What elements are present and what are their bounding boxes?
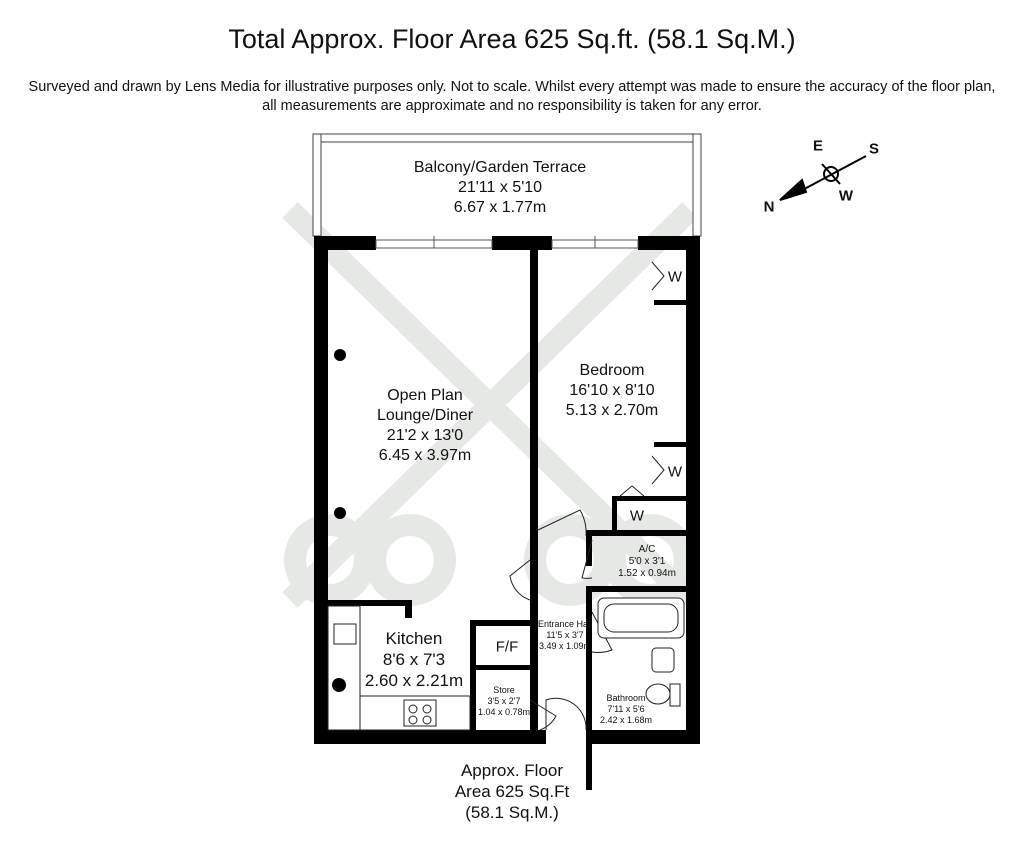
bedroom-metric: 5.13 x 2.70m [565, 402, 659, 419]
socket-dot [334, 507, 346, 519]
disclaimer-line-1: Surveyed and drawn by Lens Media for ill… [28, 79, 996, 95]
door-swings [509, 509, 613, 731]
bedroom-label: Bedroom 16'10 x 8'10 5.13 x 2.70m [566, 361, 659, 421]
kitchen-imperial: 8'6 x 7'3 [382, 650, 446, 669]
hall-metric: 3.49 x 1.09m [538, 641, 592, 651]
bathroom-name: Bathroom [606, 693, 646, 703]
footer-line-3: (58.1 Sq.M.) [465, 803, 559, 822]
fridge-freezer-label: F/F [495, 638, 519, 656]
store-metric: 1.04 x 0.78m [477, 707, 531, 717]
kitchen-name: Kitchen [385, 629, 443, 648]
hall-label: Entrance Hall 11'5 x 3'7 3.49 x 1.09m [538, 619, 592, 652]
footer-line-1: Approx. Floor [460, 761, 564, 780]
balcony-imperial: 21'11 x 5'10 [457, 179, 543, 196]
walls [314, 236, 700, 790]
compass-s: S [868, 140, 880, 158]
wardrobe-label: W [629, 507, 645, 525]
plan-title: Total Approx. Floor Area 625 Sq.ft. (58.… [228, 24, 796, 54]
compass-n: N [763, 198, 775, 216]
wardrobes [619, 261, 665, 497]
ac-name: A/C [638, 544, 656, 555]
ac-label: A/C 5'0 x 3'1 1.52 x 0.94m [618, 544, 676, 580]
balcony-name: Balcony/Garden Terrace [413, 159, 587, 176]
kitchen-label: Kitchen 8'6 x 7'3 2.60 x 2.21m [365, 628, 463, 691]
footer-area: Approx. Floor Area 625 Sq.Ft (58.1 Sq.M.… [455, 760, 569, 823]
disclaimer: Surveyed and drawn by Lens Media for ill… [0, 78, 1024, 116]
socket-dot [334, 349, 346, 361]
compass-icon [779, 155, 867, 201]
kitchen-units [327, 605, 471, 731]
bathroom-fixtures [597, 597, 685, 707]
balcony-outline [312, 133, 702, 237]
ac-metric: 1.52 x 0.94m [618, 568, 676, 579]
lounge-label: Open Plan Lounge/Diner 21'2 x 13'0 6.45 … [377, 386, 473, 466]
store-label: Store 3'5 x 2'7 1.04 x 0.78m [478, 685, 530, 718]
hob-dot [332, 678, 346, 692]
lounge-name-2: Lounge/Diner [376, 407, 474, 424]
store-imperial: 3'5 x 2'7 [487, 696, 521, 706]
bedroom-imperial: 16'10 x 8'10 [569, 382, 655, 399]
hall-name: Entrance Hall [537, 619, 593, 629]
compass-w: W [838, 187, 854, 205]
windows [375, 236, 639, 249]
kitchen-metric: 2.60 x 2.21m [364, 671, 464, 690]
balcony-label: Balcony/Garden Terrace 21'11 x 5'10 6.67… [414, 158, 586, 218]
disclaimer-line-2: all measurements are approximate and no … [262, 98, 762, 114]
ac-imperial: 5'0 x 3'1 [628, 556, 666, 567]
footer-line-2: Area 625 Sq.Ft [454, 782, 570, 801]
balcony-metric: 6.67 x 1.77m [453, 199, 547, 216]
bathroom-label: Bathroom 7'11 x 5'6 2.42 x 1.68m [600, 693, 652, 726]
bathroom-metric: 2.42 x 1.68m [599, 715, 653, 725]
hall-imperial: 11'5 x 3'7 [546, 630, 584, 640]
lounge-name-1: Open Plan [387, 387, 463, 404]
wardrobe-label: W [667, 463, 683, 481]
lounge-metric: 6.45 x 3.97m [378, 447, 472, 464]
bedroom-name: Bedroom [579, 362, 645, 379]
store-name: Store [493, 685, 515, 695]
compass-e: E [812, 137, 824, 155]
wardrobe-label: W [667, 268, 683, 286]
bathroom-imperial: 7'11 x 5'6 [607, 704, 645, 714]
lounge-imperial: 21'2 x 13'0 [386, 427, 464, 444]
